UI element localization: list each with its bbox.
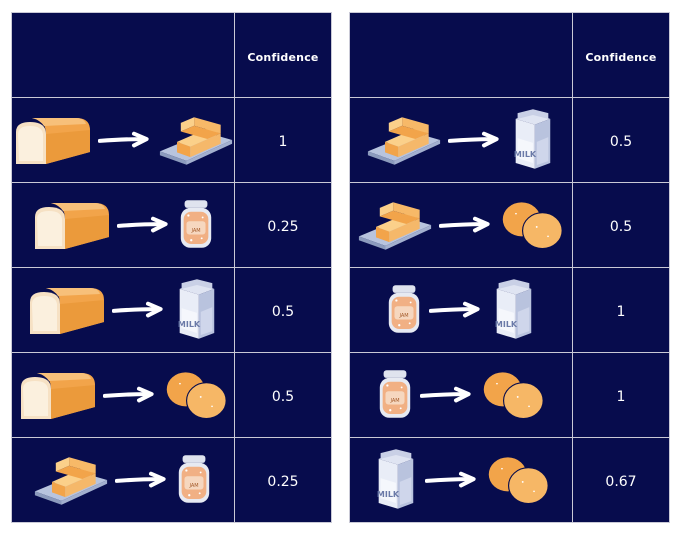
jam-icon: JAM — [175, 453, 213, 507]
arrow-icon — [429, 300, 483, 320]
jam-icon: JAM — [385, 283, 423, 337]
bread-icon — [31, 197, 111, 253]
bread-icon — [12, 112, 92, 168]
milk-carton-icon: MILK — [377, 449, 419, 511]
rules-table-left: Confidence 1 JAM 0.25 MILK 0.5 0. — [11, 12, 332, 523]
confidence-cell: 0.5 — [572, 182, 670, 268]
butter-icon — [357, 198, 433, 252]
butter-icon — [158, 113, 234, 167]
rule-row: JAM 1 — [349, 352, 670, 438]
confidence-value: 0.25 — [267, 473, 299, 490]
rule-row: MILK 0.5 — [11, 267, 332, 353]
rule-cell: JAM — [349, 352, 573, 438]
confidence-cell: 0.25 — [234, 182, 332, 268]
milk-label-text: MILK — [178, 320, 201, 329]
confidence-value: 0.5 — [609, 218, 633, 235]
arrow-icon — [420, 385, 474, 405]
rule-row: 0.5 — [11, 352, 332, 438]
jam-icon: JAM — [177, 198, 215, 252]
milk-label-text: MILK — [377, 490, 400, 499]
jam-label-text: JAM — [188, 483, 198, 489]
jam-label-text: JAM — [389, 398, 399, 404]
arrow-icon — [425, 470, 479, 490]
eggs-icon — [480, 368, 546, 422]
confidence-value: 0.67 — [605, 473, 637, 490]
rule-cell: MILK — [349, 437, 573, 523]
confidence-cell: 0.5 — [234, 352, 332, 438]
confidence-header: Confidence — [585, 50, 657, 64]
confidence-value: 0.5 — [271, 303, 295, 320]
confidence-value: 0.5 — [271, 388, 295, 405]
rule-cell — [349, 182, 573, 268]
confidence-cell: 0.67 — [572, 437, 670, 523]
confidence-cell: 1 — [572, 267, 670, 353]
butter-icon — [33, 453, 109, 507]
confidence-cell: 1 — [572, 352, 670, 438]
bread-icon — [17, 367, 97, 423]
confidence-header-cell: Confidence — [572, 12, 670, 98]
header-row: Confidence — [11, 12, 332, 98]
milk-carton-icon: MILK — [514, 109, 556, 171]
arrow-icon — [103, 385, 157, 405]
rule-header-cell — [349, 12, 573, 98]
rule-row: JAM MILK 1 — [349, 267, 670, 353]
rule-cell: MILK — [349, 97, 573, 183]
milk-carton-icon: MILK — [495, 279, 537, 341]
confidence-header-cell: Confidence — [234, 12, 332, 98]
butter-icon — [366, 113, 442, 167]
confidence-value: 1 — [278, 133, 288, 150]
confidence-cell: 0.25 — [234, 437, 332, 523]
eggs-icon — [163, 368, 229, 422]
rule-row: MILK 0.5 — [349, 97, 670, 183]
arrow-icon — [115, 470, 169, 490]
arrow-icon — [448, 130, 502, 150]
milk-label-text: MILK — [495, 320, 518, 329]
bread-icon — [26, 282, 106, 338]
milk-label-text: MILK — [514, 150, 537, 159]
jam-label-text: JAM — [190, 228, 200, 234]
rule-cell: JAM — [11, 437, 235, 523]
rule-row: MILK 0.67 — [349, 437, 670, 523]
eggs-icon — [485, 453, 551, 507]
header-row: Confidence — [349, 12, 670, 98]
rule-cell: MILK — [11, 267, 235, 353]
rule-cell: JAM MILK — [349, 267, 573, 353]
confidence-cell: 0.5 — [572, 97, 670, 183]
jam-label-text: JAM — [398, 313, 408, 319]
arrow-icon — [98, 130, 152, 150]
confidence-cell: 1 — [234, 97, 332, 183]
confidence-header: Confidence — [247, 50, 319, 64]
arrow-icon — [439, 215, 493, 235]
rule-row: JAM 0.25 — [11, 437, 332, 523]
rule-row: 0.5 — [349, 182, 670, 268]
arrow-icon — [117, 215, 171, 235]
milk-carton-icon: MILK — [178, 279, 220, 341]
confidence-cell: 0.5 — [234, 267, 332, 353]
confidence-value: 0.5 — [609, 133, 633, 150]
rule-row: 1 — [11, 97, 332, 183]
rule-cell — [11, 352, 235, 438]
rule-header-cell — [11, 12, 235, 98]
arrow-icon — [112, 300, 166, 320]
confidence-value: 1 — [616, 303, 626, 320]
confidence-value: 1 — [616, 388, 626, 405]
rule-row: JAM 0.25 — [11, 182, 332, 268]
rule-cell — [11, 97, 235, 183]
rule-cell: JAM — [11, 182, 235, 268]
confidence-value: 0.25 — [267, 218, 299, 235]
rules-table-right: Confidence MILK 0.5 0.5 JAM MILK 1 JAM — [349, 12, 670, 523]
jam-icon: JAM — [376, 368, 414, 422]
eggs-icon — [499, 198, 565, 252]
